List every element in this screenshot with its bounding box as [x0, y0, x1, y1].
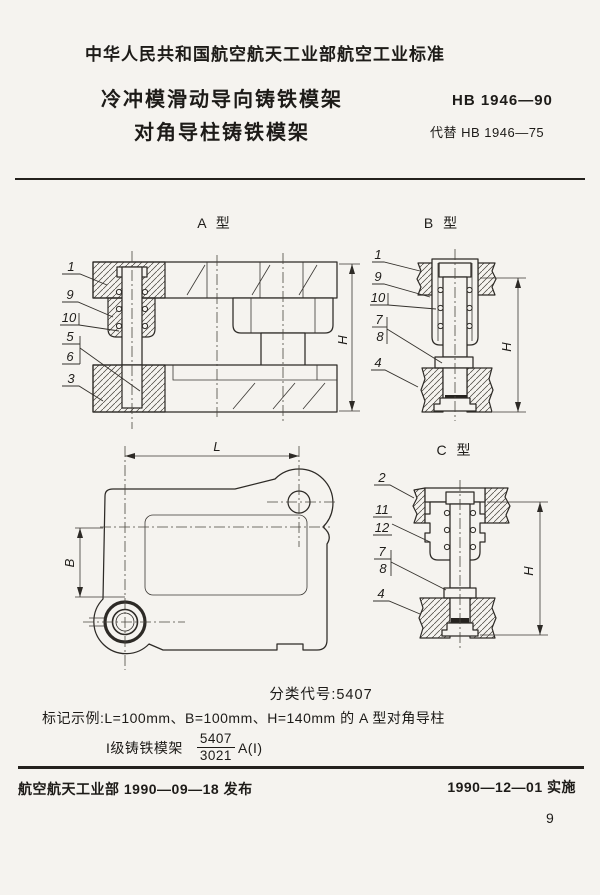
lower-die-plate [92, 364, 338, 413]
lower-plate-fragments [418, 597, 497, 639]
part-label: 8 [376, 329, 384, 344]
type-b-caption: B 型 [424, 215, 460, 231]
part-label: 3 [67, 371, 75, 386]
title-line-2: 对角导柱铸铁模架 [134, 122, 310, 144]
dimension-l: L [125, 439, 299, 459]
lower-plate-fragments [420, 367, 494, 413]
dim-l-label: L [213, 439, 220, 454]
plan-view-drawing: L B [62, 439, 335, 670]
dim-h-label: H [499, 342, 514, 352]
part-label: 6 [66, 349, 74, 364]
part-label: 4 [374, 355, 381, 370]
part-callouts: 2 11 12 7 8 4 [373, 470, 447, 615]
designation-suffix: A(I) [237, 739, 263, 756]
centerlines [83, 446, 335, 670]
part-callouts: 1 9 10 7 8 4 [370, 247, 443, 388]
part-label: 11 [375, 502, 389, 517]
page-number: 9 [546, 810, 554, 826]
type-a-section-drawing: A 型 [60, 215, 360, 429]
standard-number: HB 1946—90 [452, 92, 553, 109]
dimension-b: B [62, 527, 125, 598]
dim-h-label: H [335, 335, 350, 345]
fraction-denominator: 3021 [199, 748, 232, 764]
marking-example-line1: 标记示例:L=100mm、B=100mm、H=140mm 的 A 型对角导柱 [42, 710, 445, 726]
centerlines [131, 251, 284, 429]
issued-by-and-date: 航空航天工业部 1990—09—18 发布 [18, 781, 253, 797]
part-label: 7 [378, 544, 386, 559]
marking-example-prefix: I级铸铁模架 [106, 739, 183, 756]
implementation-date: 1990—12—01 实施 [447, 779, 576, 795]
title-line-1: 冷冲模滑动导向铸铁模架 [101, 89, 343, 111]
part-label: 2 [377, 470, 386, 485]
part-label: 1 [374, 247, 381, 262]
dim-h-label: H [521, 566, 536, 576]
upper-plate-fragments [416, 262, 497, 296]
designation-fraction: 5407 3021 [196, 731, 235, 764]
dimension-h: H [480, 501, 548, 636]
type-b-section-drawing: B 型 [370, 215, 526, 421]
part-callouts: 1 9 10 5 6 3 [60, 259, 141, 402]
part-label: 5 [66, 329, 74, 344]
part-label: 4 [377, 586, 384, 601]
superseded-standard: 代替 HB 1946—75 [430, 125, 545, 140]
part-label: 8 [379, 561, 387, 576]
dim-b-label: B [62, 558, 77, 567]
part-label: 10 [371, 290, 386, 305]
header-divider [15, 178, 585, 180]
standard-header: 中华人民共和国航空航天工业部航空工业标准 [85, 45, 445, 64]
part-label: 9 [374, 269, 381, 284]
part-label: 7 [375, 312, 383, 327]
dimension-h: H [480, 277, 526, 413]
type-a-caption: A 型 [197, 215, 232, 231]
dimension-h: H [335, 263, 360, 412]
marking-example-line2: I级铸铁模架 5407 3021 A(I) [106, 731, 263, 764]
fraction-numerator: 5407 [196, 731, 235, 749]
upper-plate-fragments [412, 487, 511, 524]
type-c-section-drawing: C 型 H [373, 442, 548, 650]
grooved-guide-bushing [424, 487, 486, 589]
type-c-caption: C 型 [437, 442, 474, 458]
part-label: 9 [66, 287, 73, 302]
part-label: 12 [375, 520, 390, 535]
classification-code: 分类代号:5407 [269, 687, 373, 703]
footer-divider [18, 766, 584, 769]
document-title: 冷冲模滑动导向铸铁模架 对角导柱铸铁模架 [0, 84, 444, 150]
part-label: 10 [62, 310, 77, 325]
part-label: 1 [67, 259, 74, 274]
plate-outline [93, 468, 334, 655]
